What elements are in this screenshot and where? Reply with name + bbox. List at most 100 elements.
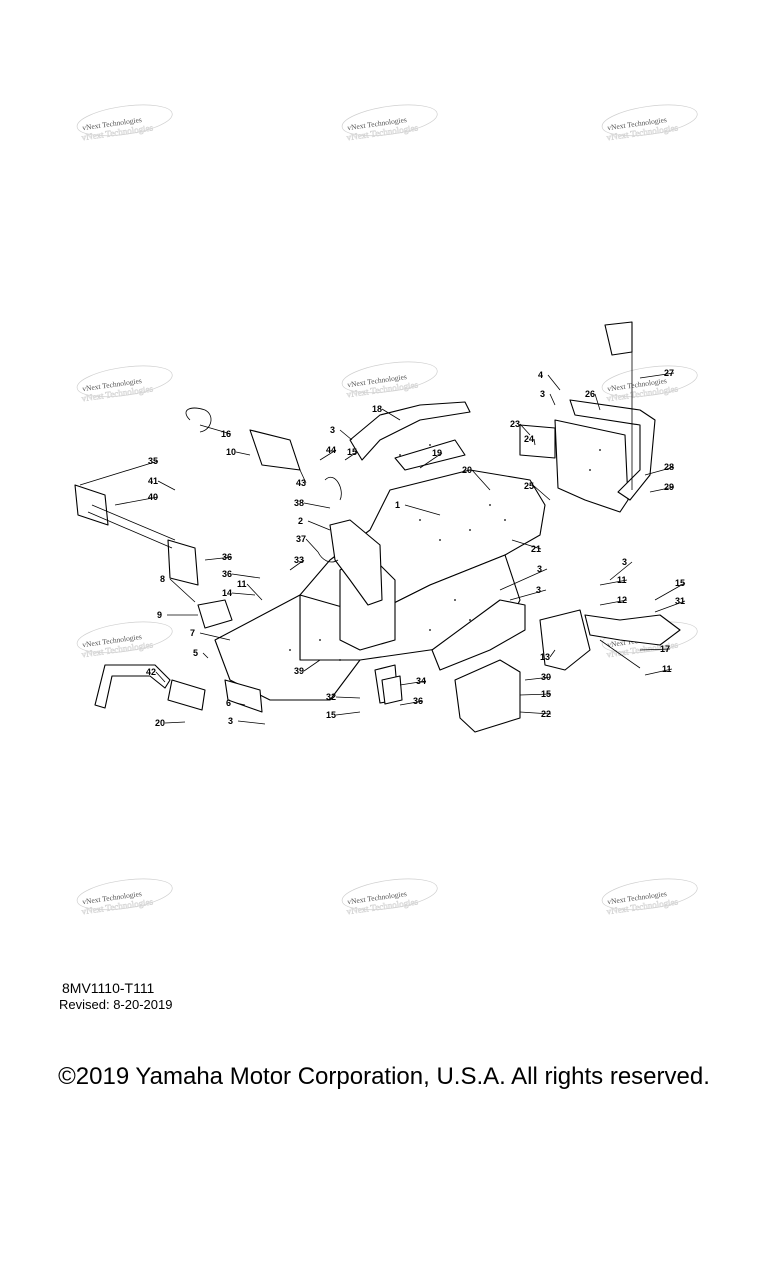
- callout-number: 2: [298, 516, 303, 526]
- callout-number: 22: [541, 709, 551, 719]
- watermark-logo-outline: [76, 621, 173, 654]
- callout-number: 31: [675, 596, 685, 606]
- callout-number: 11: [617, 575, 627, 585]
- callout-number: 29: [664, 482, 674, 492]
- callout-leader: [169, 578, 196, 603]
- cable-part: [317, 477, 342, 563]
- callout-number: 38: [294, 498, 304, 508]
- callout-number: 28: [664, 462, 674, 472]
- document-code: 8MV1110-T111: [62, 980, 155, 996]
- callout-leader: [335, 711, 361, 716]
- callout-leader: [305, 538, 319, 553]
- callout-number: 14: [222, 588, 232, 598]
- callout-number: 15: [541, 689, 551, 699]
- watermark-logo-outline: [601, 365, 698, 398]
- top-cover-lower-part: [394, 439, 466, 471]
- callout-number: 19: [432, 448, 442, 458]
- bracket-plate-part: [249, 429, 301, 471]
- callout-number: 4: [538, 370, 543, 380]
- callout-number: 12: [617, 595, 627, 605]
- callout-number: 3: [537, 564, 542, 574]
- callout-leader: [499, 568, 548, 591]
- callout-leader: [644, 668, 673, 676]
- callout-leader: [344, 451, 358, 461]
- callout-number: 1: [395, 500, 400, 510]
- footrest-bracket-part: [539, 609, 591, 671]
- callout-number: 9: [157, 610, 162, 620]
- callout-leader: [79, 460, 159, 486]
- callout-leader: [299, 469, 307, 484]
- callout-leader: [549, 393, 556, 406]
- callout-leader: [303, 659, 321, 672]
- callout-number: 21: [531, 544, 541, 554]
- callout-leader: [599, 599, 628, 606]
- callout-leader: [509, 589, 547, 601]
- rear-bumper-part: [569, 399, 656, 501]
- callout-number: 3: [622, 557, 627, 567]
- tube-part: [87, 504, 176, 549]
- callout-leader: [404, 504, 441, 516]
- callout-leader: [511, 539, 542, 550]
- callout-leader: [419, 452, 443, 469]
- callout-leader: [235, 451, 251, 456]
- callout-leader: [519, 693, 552, 696]
- callout-leader: [289, 559, 305, 571]
- callout-leader: [202, 652, 209, 659]
- callout-leader: [519, 711, 552, 715]
- callout-leader: [339, 429, 353, 441]
- side-cover-part: [454, 659, 521, 733]
- watermark-logo-outline: [76, 878, 173, 911]
- callout-number: 13: [540, 652, 550, 662]
- callout-leader: [639, 372, 675, 379]
- watermark-logo-outline: [601, 878, 698, 911]
- callout-number: 32: [326, 692, 336, 702]
- watermark-logo-outline: [76, 365, 173, 398]
- callout-number: 42: [146, 667, 156, 677]
- bar-cap-part: [167, 679, 206, 711]
- handle-bar-part: [94, 664, 171, 709]
- watermark-logo-outline: [341, 878, 438, 911]
- callout-leader: [549, 649, 556, 658]
- callout-leader: [157, 480, 176, 491]
- callout-number: 25: [524, 481, 534, 491]
- steering-post-part: [329, 519, 383, 606]
- callout-leader: [519, 423, 531, 436]
- callout-number: 3: [536, 585, 541, 595]
- callout-leader: [381, 408, 401, 421]
- callout-leader: [335, 696, 361, 699]
- callout-number: 44: [326, 445, 336, 455]
- part-drawings: [74, 321, 681, 733]
- callout-number: 36: [413, 696, 423, 706]
- callout-number: 23: [510, 419, 520, 429]
- flag-part: [604, 321, 633, 356]
- callout-leader: [204, 556, 233, 561]
- callout-labels: 1233333345678910111111121314151515151617…: [146, 368, 685, 728]
- callout-leader: [307, 520, 331, 531]
- rivet-dots: [289, 444, 601, 661]
- pedal-rod-part: [599, 639, 641, 669]
- brake-pedal-part: [584, 614, 681, 646]
- front-bracket-part: [167, 539, 199, 586]
- callout-number: 20: [462, 465, 472, 475]
- callout-number: 17: [660, 644, 670, 654]
- callout-number: 36: [222, 552, 232, 562]
- hose-ring-part: [185, 407, 212, 433]
- callout-number: 20: [155, 718, 165, 728]
- callout-leader: [231, 592, 256, 596]
- callout-leader: [533, 485, 551, 501]
- callout-number: 3: [540, 389, 545, 399]
- lower-plate-part: [224, 679, 263, 713]
- callout-number: 3: [228, 716, 233, 726]
- callout-number: 41: [148, 476, 158, 486]
- callout-leader: [235, 702, 246, 706]
- watermark-logo-outline: [341, 104, 438, 137]
- callout-number: 39: [294, 666, 304, 676]
- callout-leader: [164, 721, 186, 724]
- callout-leader: [524, 676, 552, 681]
- callout-number: 15: [326, 710, 336, 720]
